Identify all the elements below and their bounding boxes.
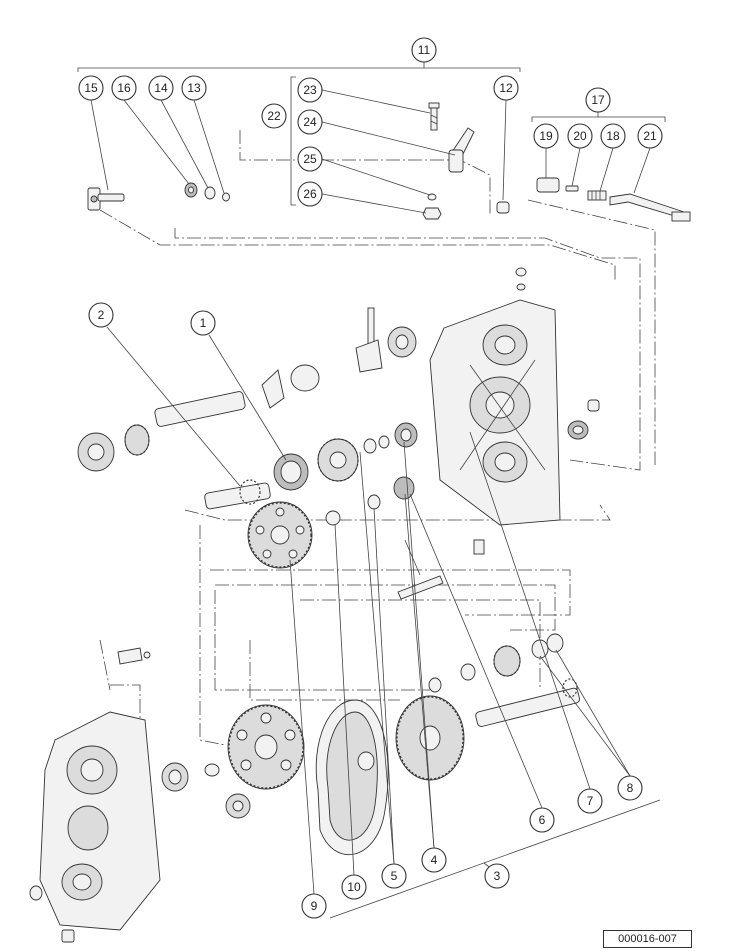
callout-23: 23 [297, 77, 323, 103]
svg-text:4: 4 [431, 853, 438, 867]
sensor-cable-21 [609, 193, 691, 222]
svg-text:3: 3 [494, 869, 501, 883]
callout-11: 11 [411, 37, 437, 63]
svg-text:25: 25 [303, 152, 317, 166]
gear-lower-right [395, 695, 465, 781]
pin-20 [565, 185, 579, 192]
callout-3: 3 [484, 863, 510, 889]
main-shaft-2 [77, 391, 246, 472]
callout-8: 8 [617, 775, 643, 801]
callout-14: 14 [148, 75, 174, 101]
callout-5: 5 [381, 863, 407, 889]
svg-text:26: 26 [303, 187, 317, 201]
callout-20: 20 [567, 123, 593, 149]
svg-text:7: 7 [587, 794, 594, 808]
svg-text:8: 8 [627, 781, 634, 795]
fork-and-rod [355, 307, 383, 373]
svg-text:15: 15 [84, 81, 98, 95]
callout-7: 7 [577, 788, 603, 814]
bracket-group-23-26 [290, 76, 296, 206]
svg-text:2: 2 [98, 308, 105, 322]
callout-15: 15 [78, 75, 104, 101]
gear-large-9 [247, 501, 313, 569]
bolt-23 [428, 102, 440, 131]
gear-small-right [493, 645, 521, 677]
callout-26: 26 [297, 181, 323, 207]
svg-text:24: 24 [303, 115, 317, 129]
callout-13: 13 [181, 75, 207, 101]
bearings-lower-left [161, 762, 251, 819]
alignment-lines [99, 130, 656, 746]
callout-22: 22 [261, 103, 287, 129]
svg-text:18: 18 [606, 129, 620, 143]
callout-9: 9 [301, 893, 327, 919]
callout-6: 6 [529, 807, 555, 833]
ring-1 [273, 453, 309, 491]
svg-text:11: 11 [418, 43, 431, 57]
bushings-8 [531, 633, 564, 659]
callout-4: 4 [421, 847, 447, 873]
shift-shaft [397, 539, 485, 600]
gear-lower-left [227, 704, 305, 790]
collar-upper [290, 364, 320, 392]
svg-text:12: 12 [499, 81, 513, 95]
svg-text:13: 13 [187, 81, 201, 95]
left-case-half [29, 647, 161, 943]
leader-lines [90, 89, 651, 895]
svg-text:14: 14 [154, 81, 168, 95]
cap-12 [496, 201, 510, 214]
svg-text:10: 10 [347, 880, 361, 894]
washer-14 [204, 186, 216, 200]
washers-lower [428, 663, 476, 693]
washers-mid [325, 476, 415, 526]
svg-text:16: 16 [117, 81, 131, 95]
figure-id-label: 000016-007 [603, 930, 692, 948]
o-ring-13 [222, 192, 230, 202]
seal-16 [184, 182, 198, 198]
callout-18: 18 [600, 123, 626, 149]
washers-upper [363, 422, 418, 454]
chain-10 [315, 699, 389, 856]
svg-text:20: 20 [573, 129, 587, 143]
nut-26 [422, 207, 442, 220]
gear-upper [317, 438, 359, 482]
callout-24: 24 [297, 109, 323, 135]
case-half-right [429, 267, 600, 553]
svg-text:1: 1 [200, 316, 207, 330]
svg-text:17: 17 [591, 93, 605, 107]
callout-25: 25 [297, 146, 323, 172]
callout-19: 19 [533, 123, 559, 149]
bearing-upper [387, 326, 417, 358]
callout-12: 12 [493, 75, 519, 101]
svg-text:5: 5 [391, 869, 398, 883]
washer-25 [427, 193, 437, 201]
bracket-group-11 [77, 62, 521, 72]
spring-18 [587, 190, 607, 201]
callout-21: 21 [637, 123, 663, 149]
detent-plate [261, 369, 285, 409]
output-shaft-lower [475, 678, 580, 727]
svg-text:23: 23 [303, 83, 317, 97]
callout-1: 1 [190, 310, 216, 336]
svg-text:6: 6 [539, 813, 546, 827]
callout-2: 2 [88, 302, 114, 328]
input-shaft [204, 479, 271, 510]
callout-10: 10 [341, 874, 367, 900]
shift-lever-15 [87, 187, 125, 211]
callout-16: 16 [111, 75, 137, 101]
bracket-group-17 [531, 112, 666, 122]
sensor-body-19 [536, 177, 560, 193]
svg-text:19: 19 [539, 129, 553, 143]
svg-text:21: 21 [643, 129, 657, 143]
callout-17: 17 [585, 87, 611, 113]
svg-text:22: 22 [267, 109, 281, 123]
svg-text:9: 9 [311, 899, 318, 913]
shift-arm-24 [448, 127, 475, 173]
